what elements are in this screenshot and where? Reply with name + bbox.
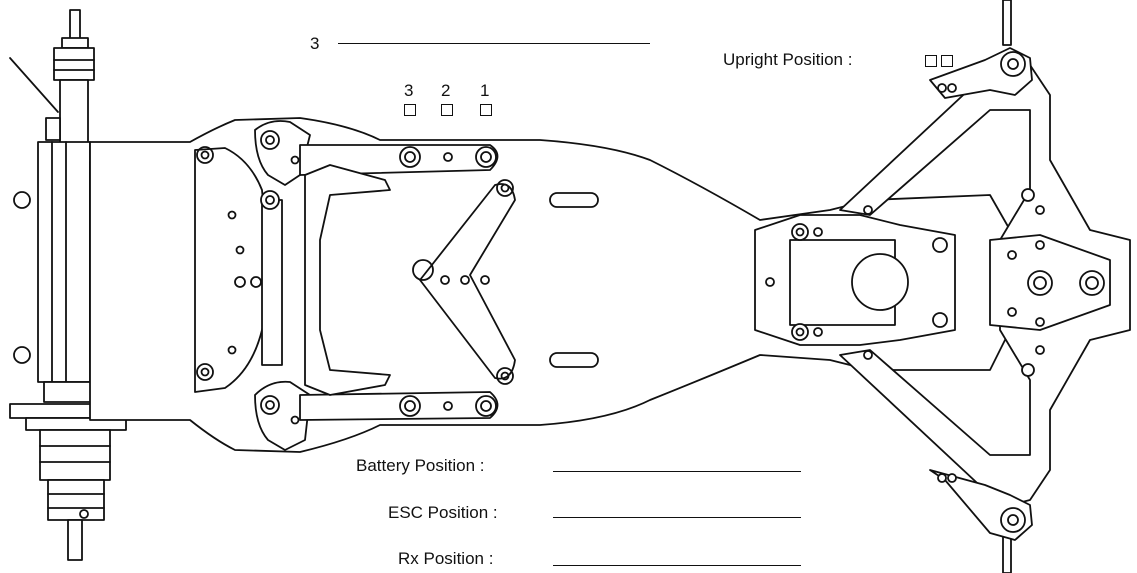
hole-number-1: 1 <box>480 81 490 100</box>
slot-lower <box>549 352 599 368</box>
rx-position-line[interactable] <box>553 565 801 566</box>
hole-number-3: 3 <box>404 81 414 100</box>
top-field-line[interactable] <box>338 43 650 44</box>
battery-position-line[interactable] <box>553 471 801 472</box>
hole-checkbox-2[interactable] <box>441 104 453 116</box>
front-bulkhead <box>754 214 956 346</box>
front-suspension <box>839 54 1131 506</box>
upright-position-label: Upright Position : <box>723 50 853 69</box>
hole-number-2: 2 <box>441 81 451 100</box>
hole-checkbox-1[interactable] <box>480 104 492 116</box>
upright-checkbox-2[interactable] <box>941 55 953 67</box>
top-field-number: 3 <box>310 34 320 53</box>
rx-position-label: Rx Position : <box>398 549 494 568</box>
suspension-brackets <box>254 120 311 451</box>
upright-checkbox-1[interactable] <box>925 55 937 67</box>
center-bracket <box>304 164 391 396</box>
bulkhead-screws <box>196 146 262 381</box>
slot-upper <box>549 192 599 208</box>
leader-line <box>9 57 59 113</box>
battery-position-label: Battery Position : <box>356 456 485 475</box>
hole-checkbox-3[interactable] <box>404 104 416 116</box>
esc-position-label: ESC Position : <box>388 503 498 522</box>
front-uprights <box>929 0 1033 573</box>
esc-position-line[interactable] <box>553 517 801 518</box>
